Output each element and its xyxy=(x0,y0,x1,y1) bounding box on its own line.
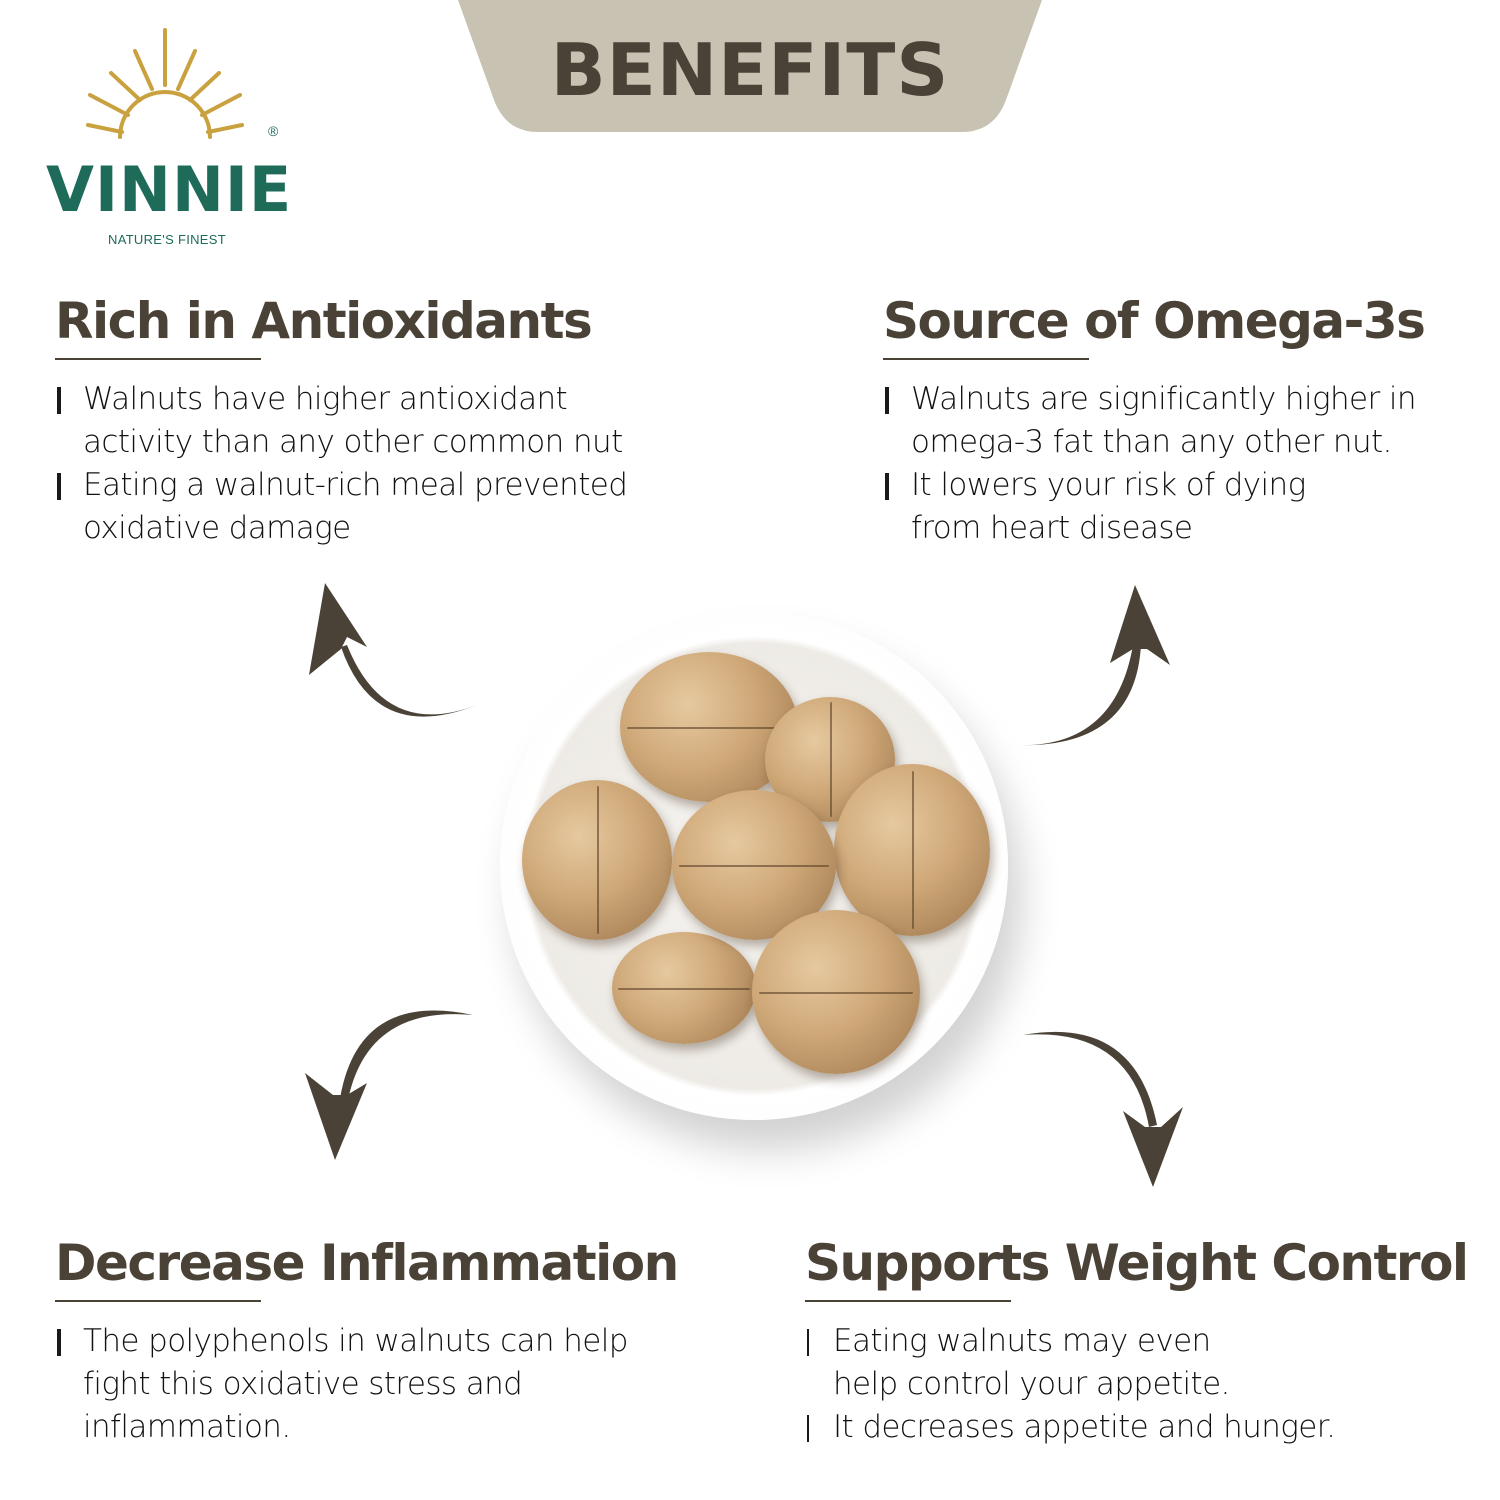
brand-logo: VINNIE ® NATURE'S FINEST xyxy=(40,25,293,247)
benefits-banner: BENEFITS xyxy=(458,0,1042,132)
sun-icon xyxy=(86,28,244,139)
walnut xyxy=(752,910,920,1074)
walnut xyxy=(834,764,990,936)
benefit-title: Supports Weight Control xyxy=(805,1234,1469,1292)
bullet-item: It decreases appetite and hunger. xyxy=(805,1406,1453,1449)
title-underline xyxy=(55,358,261,360)
benefit-bullets: Walnuts have higher antioxidant activity… xyxy=(55,378,715,550)
benefit-bullets: The polyphenols in walnuts can help figh… xyxy=(55,1320,755,1449)
benefit-title: Source of Omega-3s xyxy=(883,292,1426,350)
banner-shape xyxy=(458,0,1042,132)
bullet-item: Eating a walnut-rich meal prevented oxid… xyxy=(55,464,723,550)
benefit-bullets: Walnuts are significantly higher in omeg… xyxy=(883,378,1483,550)
arrow-down-right-icon xyxy=(1023,1031,1183,1187)
benefit-bullets: Eating walnuts may even help control you… xyxy=(805,1320,1495,1449)
arrow-up-right-icon xyxy=(1013,585,1170,746)
brand-tagline: NATURE'S FINEST xyxy=(108,232,226,247)
banner-title: BENEFITS xyxy=(550,28,950,112)
walnut xyxy=(522,780,672,940)
brand-wordmark: VINNIE xyxy=(46,153,293,226)
benefit-decrease-inflammation: Decrease Inflammation The polyphenols in… xyxy=(55,1234,755,1449)
title-underline xyxy=(55,1300,261,1302)
benefit-rich-in-antioxidants: Rich in Antioxidants Walnuts have higher… xyxy=(55,292,715,550)
benefit-title: Rich in Antioxidants xyxy=(55,292,593,350)
walnut-bowl-image xyxy=(500,612,1008,1120)
title-underline xyxy=(883,358,1089,360)
walnut xyxy=(612,932,756,1044)
benefit-title: Decrease Inflammation xyxy=(55,1234,679,1292)
title-underline xyxy=(805,1300,1011,1302)
benefit-source-of-omega3s: Source of Omega-3s Walnuts are significa… xyxy=(883,292,1483,550)
bullet-item: Walnuts have higher antioxidant activity… xyxy=(55,378,643,464)
bullet-item: The polyphenols in walnuts can help figh… xyxy=(55,1320,683,1449)
bullet-item: Walnuts are significantly higher in omeg… xyxy=(883,378,1491,464)
benefit-supports-weight-control: Supports Weight Control Eating walnuts m… xyxy=(805,1234,1495,1449)
registered-mark: ® xyxy=(268,123,279,139)
arrow-up-left-icon xyxy=(309,583,477,717)
bullet-item: It lowers your risk of dying from heart … xyxy=(883,464,1331,550)
bullet-item: Eating walnuts may even help control you… xyxy=(805,1320,1283,1406)
arrow-down-left-icon xyxy=(305,1010,473,1160)
